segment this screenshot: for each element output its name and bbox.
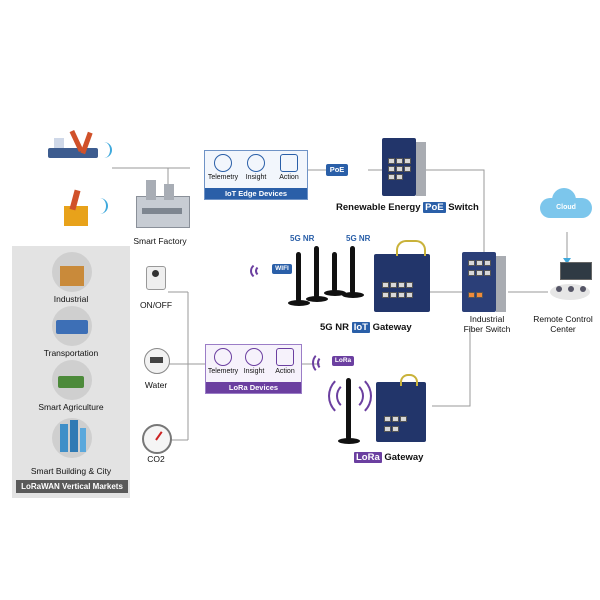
fiber-switch-label-line1: Industrial	[469, 314, 505, 324]
5g-nr-label-right: 5G NR	[346, 234, 371, 243]
on-off-switch-sensor	[146, 266, 166, 290]
line-poe-to-fiber	[420, 169, 485, 258]
robot-arm-conveyor-illustration	[48, 129, 98, 170]
industrial-icon	[52, 252, 92, 292]
wifi-signal-icon	[250, 262, 272, 280]
insight-icon	[245, 348, 263, 366]
lora-devices-title: LoRa Devices	[206, 382, 301, 393]
5g-nr-gateway-label: 5G NR IoT Gateway	[320, 322, 412, 333]
market-industrial-label: Industrial	[53, 294, 89, 304]
lora-gateway-label: LoRa Gateway	[354, 452, 424, 463]
remote-control-label-line1: Remote Control	[533, 314, 593, 324]
market-smart-building-city-label: Smart Building & City	[30, 466, 112, 476]
insight-label: Insight	[245, 174, 267, 181]
line-lora-to-fiber	[432, 326, 471, 407]
insight-icon	[247, 154, 265, 172]
telemetry-label: Telemetry	[207, 174, 239, 181]
market-transportation-label: Transportation	[43, 348, 99, 358]
lora-antenna-waves-icon	[328, 374, 372, 418]
smart-building-city-icon	[52, 418, 92, 458]
antenna	[350, 246, 355, 294]
water-meter-sensor	[144, 348, 170, 374]
smart-agriculture-icon	[52, 360, 92, 400]
antenna	[296, 252, 301, 302]
action-icon	[276, 348, 294, 366]
iot-tag: IoT	[351, 322, 370, 333]
on-off-label: ON/OFF	[139, 300, 173, 310]
lorawan-vertical-markets-title: LoRaWAN Vertical Markets	[16, 480, 128, 493]
welding-robot-illustration	[58, 188, 94, 228]
wifi-badge: WIFI	[272, 264, 292, 274]
lora-devices-box: Telemetry Insight Action LoRa Devices	[205, 344, 302, 394]
antenna	[314, 246, 319, 298]
poe-switch-label: Renewable Energy PoE Switch	[336, 202, 479, 213]
smart-factory-illustration	[132, 178, 192, 228]
action-label: Action	[275, 368, 295, 375]
lora-signal-icon	[312, 352, 332, 374]
lora-tag: LoRa	[354, 452, 382, 463]
poe-switch-device	[382, 138, 416, 196]
antenna	[332, 252, 337, 292]
industrial-fiber-switch-device	[462, 252, 496, 312]
smart-factory-label: Smart Factory	[133, 236, 187, 246]
transportation-icon	[52, 306, 92, 346]
poe-badge: PoE	[326, 164, 348, 176]
lora-gateway-device	[376, 382, 426, 442]
remote-control-center-illustration	[546, 262, 594, 306]
lora-badge: LoRa	[332, 356, 354, 366]
5g-nr-label-left: 5G NR	[290, 234, 315, 243]
market-smart-agriculture-label: Smart Agriculture	[38, 402, 104, 412]
remote-control-label-line2: Center	[550, 324, 576, 334]
fiber-switch-label-line2: Fiber Switch	[463, 324, 511, 334]
iot-edge-devices-box: Telemetry Insight Action IoT Edge Device…	[204, 150, 308, 200]
wireless-signal-icon	[94, 198, 108, 214]
poe-tag: PoE	[423, 202, 446, 213]
insight-label: Insight	[243, 368, 265, 375]
action-label: Action	[279, 174, 299, 181]
telemetry-icon	[214, 348, 232, 366]
cloud-label: Cloud	[556, 204, 576, 211]
cloud-icon: Cloud	[540, 188, 592, 218]
antenna	[346, 378, 351, 440]
water-label: Water	[144, 380, 168, 390]
co2-label: CO2	[147, 454, 165, 464]
action-icon	[280, 154, 298, 172]
5g-nr-iot-gateway-device	[374, 254, 430, 312]
telemetry-icon	[214, 154, 232, 172]
telemetry-label: Telemetry	[207, 368, 239, 375]
wireless-signal-icon	[98, 142, 112, 158]
iot-edge-devices-title: IoT Edge Devices	[205, 188, 307, 199]
co2-gauge-sensor	[142, 424, 172, 454]
